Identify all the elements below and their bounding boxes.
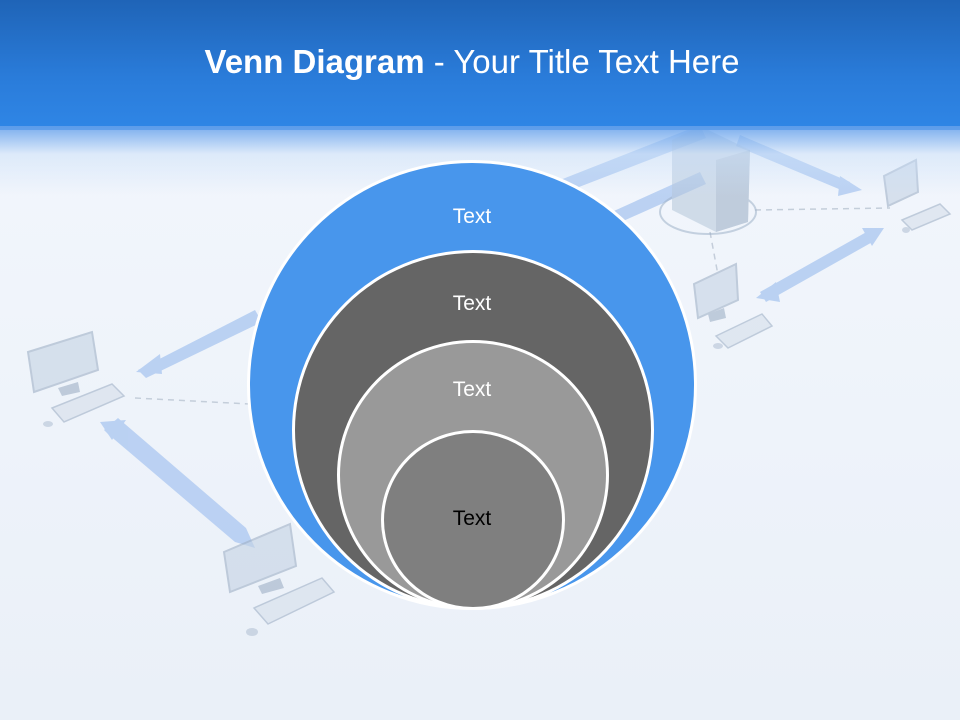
- computer-monitor-icon: [692, 262, 740, 322]
- title-rest: - Your Title Text Here: [424, 43, 740, 80]
- title-bar: [0, 0, 960, 130]
- venn-circle-outer-label: Text: [452, 205, 492, 228]
- keyboard-icon: [43, 383, 126, 427]
- venn-circle-inner-label: Text: [452, 507, 492, 530]
- keyboard-icon: [900, 203, 952, 233]
- computer-monitor-icon: [26, 330, 100, 396]
- keyboard-icon: [713, 313, 774, 349]
- double-arrow-icon: [136, 310, 262, 378]
- double-arrow-icon: [100, 418, 255, 548]
- keyboard-icon: [246, 577, 336, 636]
- slide-title: Venn Diagram - Your Title Text Here: [0, 42, 944, 82]
- title-bold-part: Venn Diagram: [204, 43, 425, 80]
- computer-monitor-icon: [222, 522, 298, 594]
- double-arrow-icon: [756, 228, 884, 302]
- venn-circle-second-label: Text: [452, 292, 492, 315]
- venn-circle-inner: [381, 430, 565, 610]
- venn-circle-third-label: Text: [452, 378, 492, 401]
